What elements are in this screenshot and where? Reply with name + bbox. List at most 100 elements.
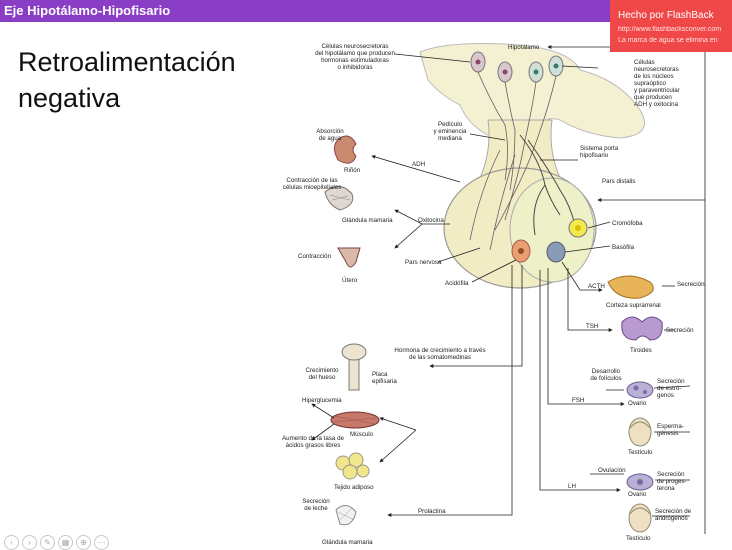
label-contraccion-mioepi-1: Contracción de las: [286, 177, 337, 184]
watermark-line-3: La marca de agua se elimina en: [618, 37, 718, 44]
slideshow-controls: ‹›✎▦⊕⋯: [4, 532, 112, 550]
ovary-2-icon: [626, 473, 654, 491]
mammary-gland-icon: [324, 186, 354, 211]
label-ovario-2: Ovario: [628, 491, 647, 498]
more-icon[interactable]: ⋯: [94, 535, 109, 550]
label-tiroides: Tiroides: [630, 347, 652, 354]
label-celulas-supra-5: y paraventricular: [634, 87, 680, 94]
label-prolactina: Prolactina: [418, 508, 446, 515]
label-acidofila: Acidófila: [445, 280, 469, 287]
label-aumento-2: ácidos grasos libres: [286, 442, 341, 449]
label-oxitocina: Oxitocina: [418, 217, 444, 224]
label-testiculo-2: Testículo: [626, 535, 651, 542]
thyroid-icon: [621, 316, 663, 341]
label-esperma-1: Esperma-: [657, 423, 684, 430]
label-pars-nervosa: Pars nervosa: [405, 259, 442, 266]
adrenal-cortex-icon: [607, 275, 654, 299]
label-secrecion-leche-2: de leche: [304, 505, 328, 512]
testicle-1-icon: [628, 417, 652, 447]
label-secrecion-leche-1: Secreción: [302, 498, 330, 505]
label-crecimiento-hueso-2: del hueso: [309, 374, 336, 381]
label-celulas-supra-3: de los núcleos: [634, 73, 674, 80]
pen-icon[interactable]: ✎: [40, 535, 55, 550]
title-bar: Eje Hipotálamo-Hipofisario: [0, 0, 732, 22]
adipose-tissue-icon: [335, 452, 370, 480]
heading-line-2: negativa: [18, 83, 121, 113]
label-secrecion-estro-3: genos: [657, 392, 674, 399]
label-celulas-supra-4: supraóptico: [634, 80, 667, 87]
label-testiculo-1: Testículo: [628, 449, 653, 456]
next-icon[interactable]: ›: [22, 535, 37, 550]
label-corteza: Corteza suprarrenal: [606, 302, 661, 309]
label-acth: ACTH: [588, 283, 605, 290]
muscle-icon: [330, 411, 380, 429]
label-secrecion-estro-1: Secreción: [657, 378, 685, 385]
bone-icon: [341, 343, 367, 391]
label-contraccion: Contracción: [298, 253, 332, 260]
watermark: Hecho por FlashBack http://www.flashback…: [610, 0, 732, 52]
label-secrecion-2: Secreción: [666, 327, 694, 334]
pars-distalis-shape: [509, 177, 595, 283]
label-hipotalamo: Hipotálamo: [508, 44, 540, 51]
label-secrecion-andro-2: andrógenos: [655, 515, 688, 522]
portal-vessels: [519, 134, 576, 236]
label-musculo: Músculo: [350, 431, 374, 438]
label-lh: LH: [568, 483, 576, 490]
label-celulas-supra-7: ADH y oxitocina: [634, 101, 679, 108]
mammary-gland-2-icon: [335, 505, 357, 526]
label-celulas-supra-6: que producen: [634, 94, 672, 101]
slide-heading: Retroalimentación negativa: [18, 44, 236, 116]
label-pediculo-1: Pedículo: [438, 121, 463, 128]
heading-line-1: Retroalimentación: [18, 47, 236, 77]
label-adh: ADH: [412, 161, 425, 168]
ovary-1-icon: [626, 381, 654, 399]
label-hormona-crec-1: Hormona de crecimiento a través: [394, 347, 485, 354]
label-rinon: Riñón: [344, 167, 361, 174]
label-secrecion-1: Secreción: [677, 281, 705, 288]
label-glandula-mamaria: Glándula mamaria: [342, 217, 393, 224]
label-secrecion-proges-3: terona: [657, 485, 675, 492]
label-placa-1: Placa: [372, 371, 388, 378]
label-pediculo-3: mediana: [438, 135, 462, 142]
zoom-icon[interactable]: ⊕: [76, 535, 91, 550]
kidney-icon: [334, 135, 357, 164]
label-celulas-neuro-4: o inhibidoras: [337, 64, 372, 71]
watermark-line-2: http://www.flashbacksconver.com: [618, 26, 722, 33]
label-crecimiento-hueso-1: Crecimiento: [305, 367, 339, 374]
label-tsh: TSH: [586, 323, 598, 330]
label-secrecion-andro-1: Secreción de: [655, 508, 692, 515]
label-celulas-neuro-2: del hipotálamo que producen: [315, 50, 395, 57]
label-celulas-neuro-3: hormonas estimuladoras: [321, 57, 389, 64]
label-utero: Útero: [342, 277, 358, 284]
label-glandula-mamaria-2: Glándula mamaria: [322, 539, 373, 546]
label-hormona-crec-2: de las somatomedinas: [409, 354, 471, 361]
label-desarrollo-foliculos-1: Desarrollo: [592, 368, 621, 375]
label-esperma-2: génesis: [657, 430, 678, 437]
previous-icon[interactable]: ‹: [4, 535, 19, 550]
basophil-cell: [546, 241, 566, 263]
label-celulas-supra-1: Células: [634, 59, 655, 66]
label-ovulacion: Ovulación: [598, 467, 626, 474]
label-desarrollo-foliculos-2: de folículos: [590, 375, 621, 382]
watermark-line-1: Hecho por FlashBack: [618, 10, 714, 21]
label-contraccion-mioepi-2: células mioepiteliales: [283, 184, 341, 191]
label-secrecion-proges-2: de proges-: [657, 478, 687, 485]
label-absorcion-1: Absorción: [316, 128, 344, 135]
grid-icon[interactable]: ▦: [58, 535, 73, 550]
neurosecretory-cells: [470, 51, 564, 83]
label-sistema-porta-1: Sistema porta: [580, 145, 619, 152]
label-secrecion-estro-2: de estró-: [657, 385, 681, 392]
label-tejido-adiposo: Tejido adiposo: [334, 484, 374, 491]
